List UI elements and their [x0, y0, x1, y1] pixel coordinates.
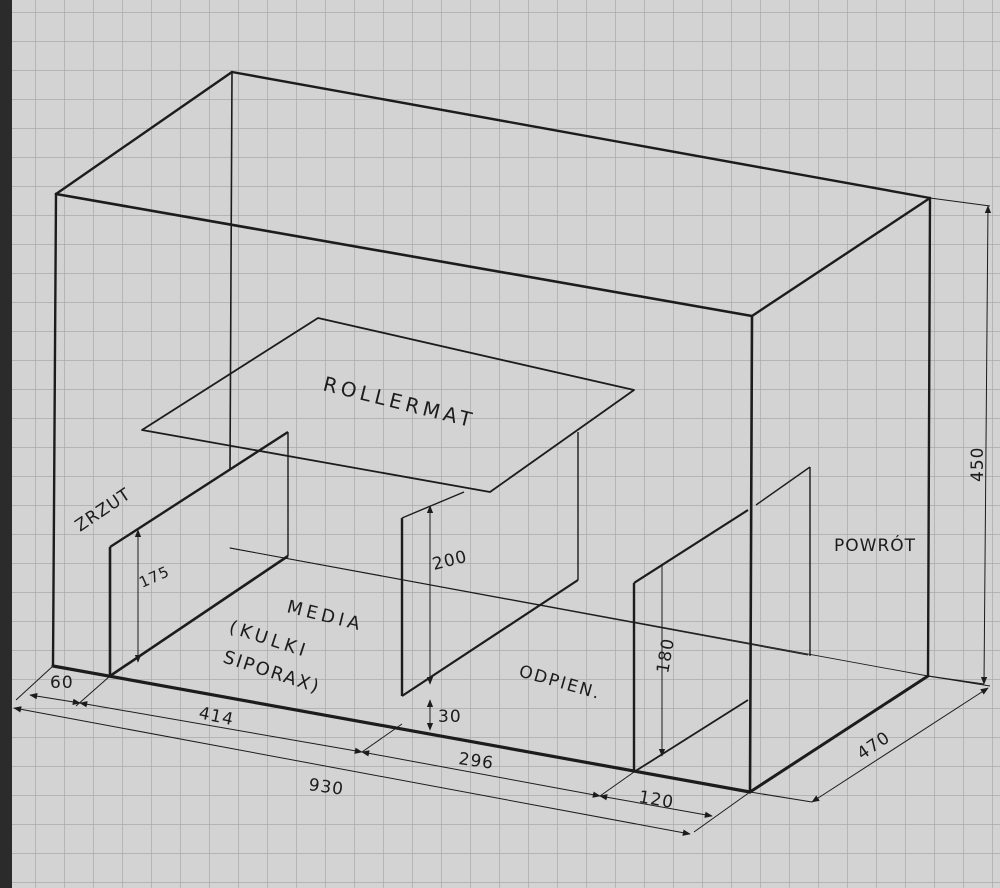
- dim-height-total: 450: [968, 447, 988, 482]
- dimension-lines: [13, 197, 992, 836]
- powrot-label: POWRÓT: [834, 534, 916, 556]
- rollermat-plate: [141, 317, 635, 493]
- dim-middle-section: 296: [457, 749, 495, 774]
- dim-inlet-gap: 60: [50, 673, 74, 693]
- paper-edge-shadow: [0, 0, 12, 888]
- dim-media-baffle-gap: 30: [438, 707, 462, 727]
- dim-length-total: 930: [307, 775, 345, 800]
- graph-paper-grid: [12, 0, 1000, 888]
